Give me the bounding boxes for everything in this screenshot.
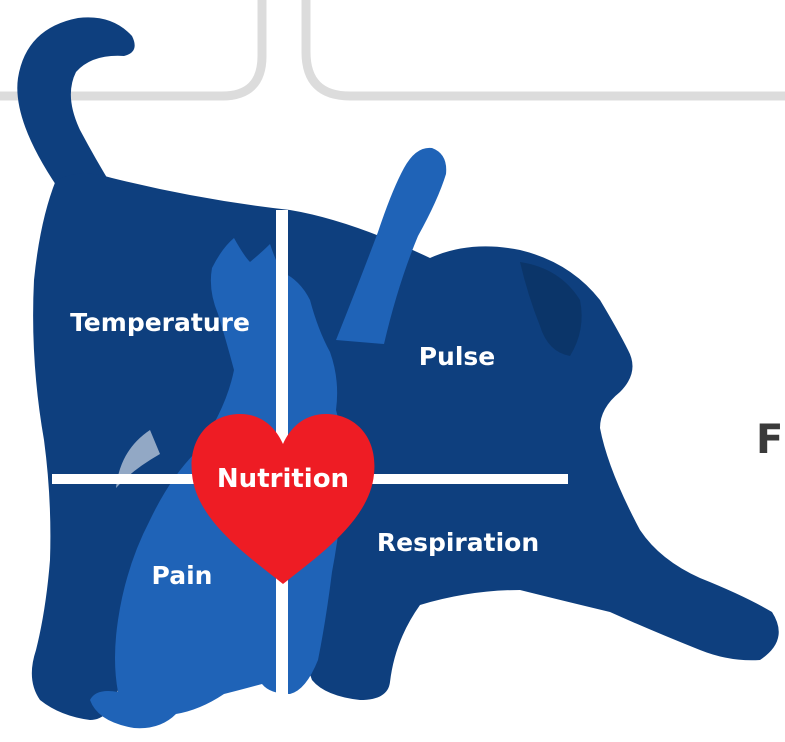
cropped-edge-text: F	[756, 420, 783, 460]
dog-tail	[17, 17, 134, 188]
frame-right-tab	[306, 0, 785, 96]
label-respiration: Respiration	[377, 528, 539, 557]
label-pulse: Pulse	[419, 342, 496, 371]
label-nutrition: Nutrition	[217, 464, 349, 494]
label-pain: Pain	[152, 561, 213, 590]
label-temperature: Temperature	[70, 308, 250, 337]
